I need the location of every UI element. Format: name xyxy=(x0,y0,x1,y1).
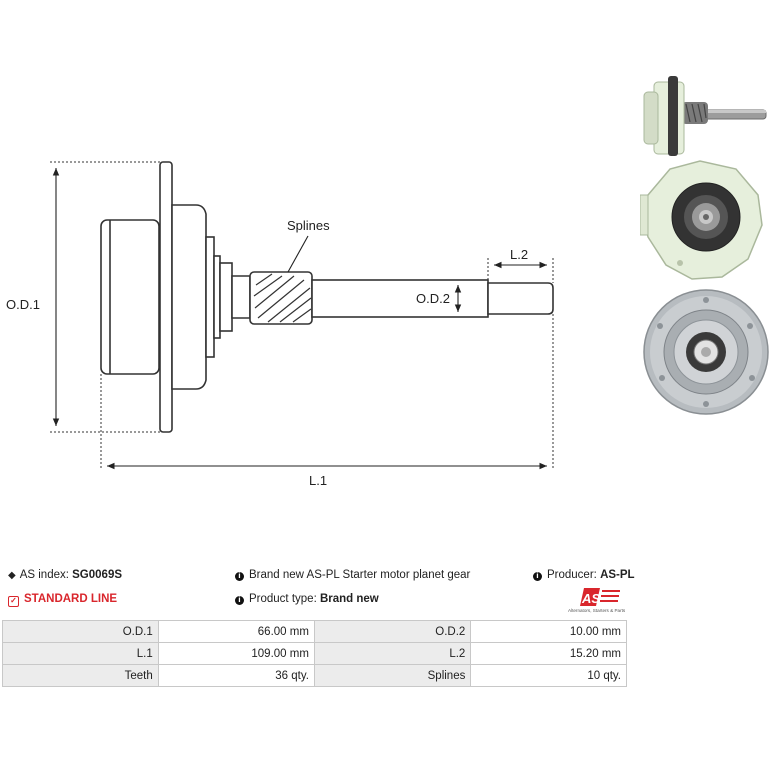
product-type-value: Brand new xyxy=(319,593,379,605)
description-row: i Brand new AS-PL Starter motor planet ge… xyxy=(235,569,470,581)
standard-line-row: ✓ STANDARD LINE xyxy=(8,593,117,607)
drawing-hub xyxy=(171,204,207,390)
product-photo-side xyxy=(643,76,767,156)
spec-label: Splines xyxy=(313,664,472,687)
od2-label: O.D.2 xyxy=(416,291,450,306)
standard-line-label: STANDARD LINE xyxy=(24,593,118,605)
tag-icon: ◆ xyxy=(8,570,16,581)
technical-drawing: O.D.1 O.D.2 L.1 L.2 Splines xyxy=(6,161,554,488)
product-photo-front xyxy=(640,160,763,280)
splines-leader xyxy=(287,235,309,273)
svg-text:Alternators, Starters & Parts: Alternators, Starters & Parts xyxy=(568,608,626,613)
l1-label: L.1 xyxy=(309,473,327,488)
product-type-label: Product type: xyxy=(249,593,317,605)
as-index-row: ◆AS index: SG0069S xyxy=(8,569,122,581)
as-index-label: AS index: xyxy=(19,569,69,581)
producer-value: AS-PL xyxy=(600,569,635,581)
producer-label: Producer: xyxy=(547,569,597,581)
spec-label: Teeth xyxy=(2,664,159,687)
product-photo-back xyxy=(643,289,769,415)
spec-value: 10.00 mm xyxy=(470,620,627,643)
spec-value: 10 qty. xyxy=(470,664,627,687)
spec-label: O.D.2 xyxy=(313,620,472,643)
drawing-shaft xyxy=(311,279,489,318)
product-type-row: i Product type: Brand new xyxy=(235,593,379,605)
checkbox-icon: ✓ xyxy=(8,596,19,607)
as-index-value: SG0069S xyxy=(72,569,123,581)
info-icon: i xyxy=(235,572,244,581)
spec-value: 109.00 mm xyxy=(157,642,315,665)
info-icon: i xyxy=(533,572,542,581)
drawing-flange xyxy=(159,161,173,433)
drawing-tip xyxy=(487,282,554,315)
as-pl-logo: AS Alternators, Starters & Parts xyxy=(568,588,626,613)
info-icon: i xyxy=(235,596,244,605)
spec-label: L.2 xyxy=(313,642,472,665)
spec-value: 15.20 mm xyxy=(470,642,627,665)
l2-label: L.2 xyxy=(510,247,528,262)
spec-label: L.1 xyxy=(2,642,159,665)
svg-text:AS: AS xyxy=(581,591,600,606)
product-description: Brand new AS-PL Starter motor planet gea… xyxy=(249,569,471,581)
spec-value: 36 qty. xyxy=(157,664,315,687)
producer-row: i Producer: AS-PL xyxy=(533,569,635,581)
spec-value: 66.00 mm xyxy=(157,620,315,643)
od1-label: O.D.1 xyxy=(6,297,40,312)
splines-label: Splines xyxy=(287,218,330,233)
spec-label: O.D.1 xyxy=(2,620,159,643)
drawing-pulley xyxy=(100,219,160,375)
